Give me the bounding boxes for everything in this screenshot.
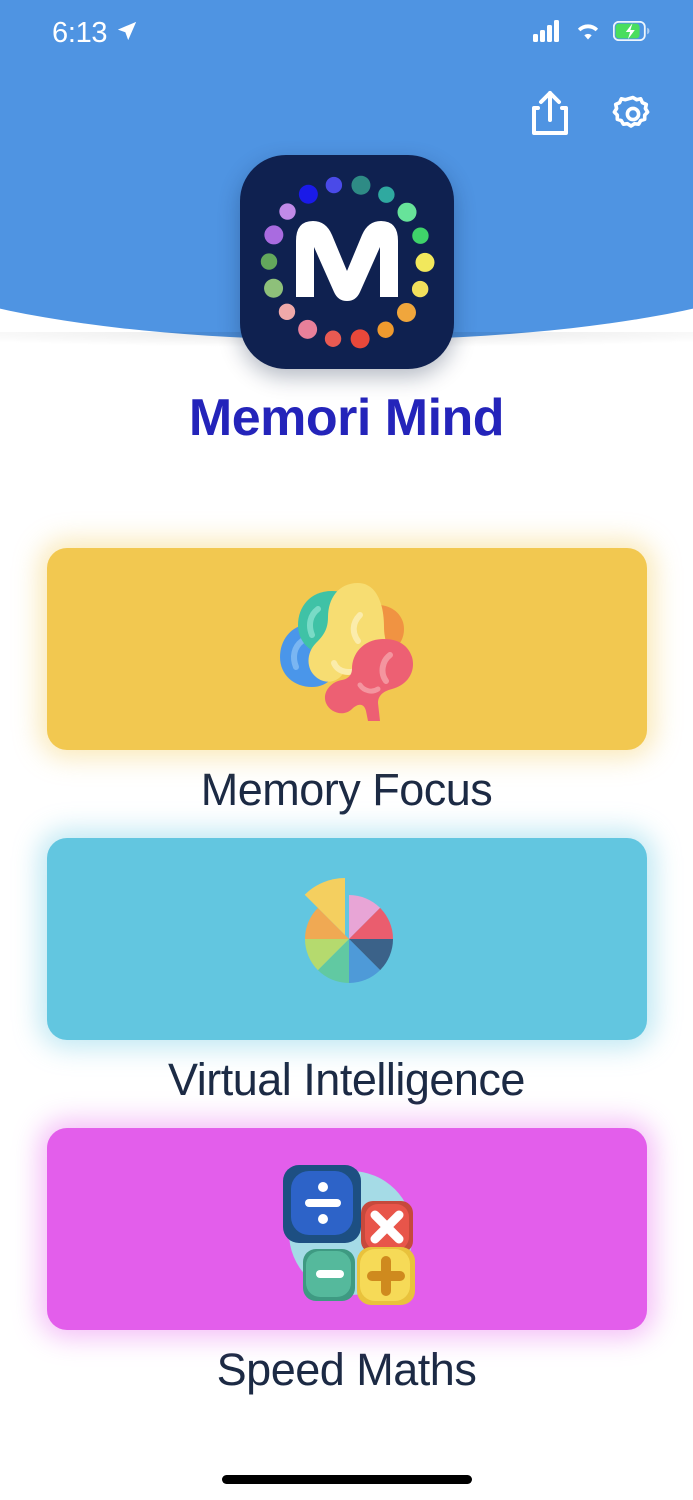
app-icon-dot: [325, 176, 342, 194]
share-icon[interactable]: [527, 88, 573, 138]
app-icon-dot: [350, 329, 370, 349]
tile-memory-focus-label: Memory Focus: [200, 764, 493, 815]
app-icon-dot: [376, 321, 394, 338]
tile-memory-focus: Memory Focus: [0, 548, 693, 816]
app-icon-art: [260, 175, 434, 349]
plus-tile: [356, 1247, 415, 1305]
tile-speed-maths-label: Speed Maths: [216, 1344, 477, 1395]
minus-tile: [302, 1249, 355, 1301]
tile-virtual-intelligence-label: Virtual Intelligence: [168, 1054, 525, 1105]
app-icon-dot: [415, 252, 434, 272]
app-icon-dot: [411, 280, 428, 298]
app-icon-dot: [411, 227, 429, 244]
app-icon-dot: [297, 319, 317, 339]
app-icon-dot: [377, 186, 395, 203]
multiply-tile: [360, 1201, 413, 1253]
location-arrow-icon: [116, 20, 138, 47]
status-bar-left: 6:13: [52, 17, 138, 50]
wifi-icon: [574, 20, 602, 46]
math-operators-icon: [282, 1165, 415, 1305]
tile-virtual-intelligence: Virtual Intelligence: [0, 838, 693, 1106]
header-actions: [527, 88, 657, 138]
app-icon-dot: [350, 175, 370, 195]
app-icon-dot: [278, 303, 295, 321]
app-icon-dot: [263, 278, 283, 298]
tile-memory-focus-button[interactable]: [46, 548, 647, 750]
page-title: Memori Mind: [188, 389, 505, 447]
gear-icon[interactable]: [609, 89, 657, 137]
app-icon-dot: [278, 203, 296, 220]
status-bar-clock: 6:13: [52, 16, 108, 49]
pie-chart-icon: [304, 878, 393, 983]
divide-tile: [282, 1165, 361, 1243]
tile-speed-maths: Speed Maths: [0, 1128, 693, 1396]
app-icon-container: [239, 155, 454, 369]
tile-virtual-intelligence-button[interactable]: [46, 838, 647, 1040]
brain-icon: [279, 583, 413, 721]
app-icon-dot: [397, 202, 417, 222]
tile-speed-maths-button[interactable]: [46, 1128, 647, 1330]
battery-charging-icon: [612, 20, 651, 46]
cellular-signal-icon: [533, 19, 563, 47]
status-bar: 6:13: [0, 0, 693, 66]
app-icon-dot: [298, 184, 318, 204]
home-indicator[interactable]: [221, 1475, 472, 1484]
app-icon-dot: [263, 225, 283, 245]
game-tiles-list: Memory Focus: [0, 548, 693, 1418]
app-icon-dot: [396, 302, 416, 322]
status-bar-right: [533, 19, 651, 47]
app-icon-dot: [260, 253, 277, 270]
app-icon-dot: [324, 330, 341, 347]
app-icon: [239, 155, 454, 369]
